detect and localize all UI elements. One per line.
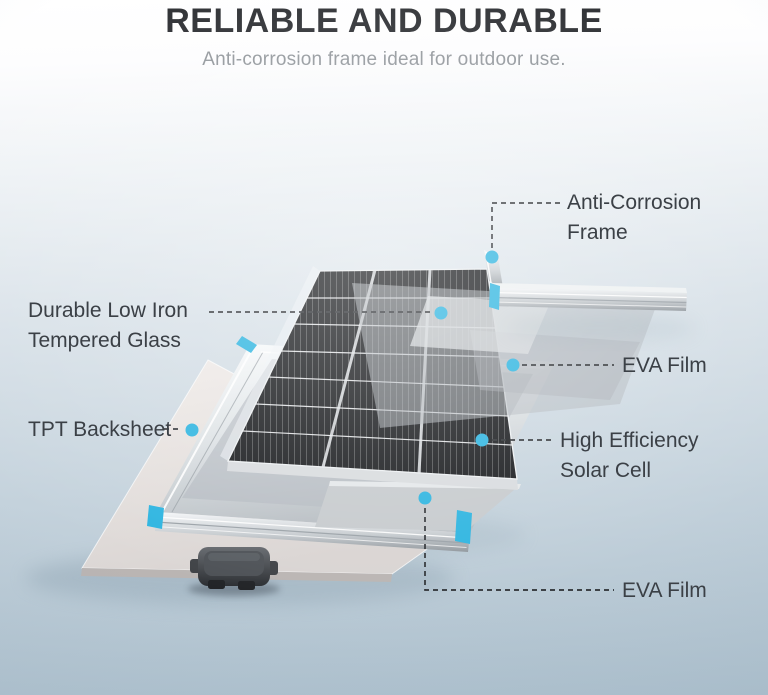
leader-lines <box>164 202 614 591</box>
callout-label: Tempered Glass <box>28 329 181 352</box>
dot-anti-corrosion <box>485 250 499 264</box>
callout-label: TPT Backsheet <box>28 418 172 441</box>
callout-label: Anti-Corrosion <box>567 191 702 214</box>
callout-anti-corrosion-frame: Anti-Corrosion Frame <box>567 188 701 248</box>
page-subtitle: Anti-corrosion frame ideal for outdoor u… <box>202 49 566 70</box>
dot-eva-top <box>506 358 520 372</box>
callout-label: Durable Low Iron <box>28 299 188 322</box>
frame-corner-accent-right <box>455 510 472 544</box>
rail-corner-accent <box>489 283 500 310</box>
junction-box <box>188 547 280 596</box>
frame-corner-accent-top <box>236 336 257 353</box>
dot-tempered-glass <box>434 306 448 320</box>
anti-corrosion-rail <box>484 250 695 341</box>
callout-label: High Efficiency <box>560 429 699 452</box>
callout-label: Frame <box>567 221 628 244</box>
callout-tempered-glass: Durable Low Iron Tempered Glass <box>28 296 188 356</box>
callout-eva-film-top: EVA Film <box>622 351 707 381</box>
dot-tpt-backsheet <box>185 423 199 437</box>
callout-eva-film-bottom: EVA Film <box>622 576 707 606</box>
page-title: RELIABLE AND DURABLE <box>165 2 603 40</box>
leader-eva-bottom <box>424 508 614 591</box>
dot-eva-bottom <box>418 491 432 505</box>
callout-tpt-backsheet: TPT Backsheet <box>28 415 171 445</box>
glass-edge-sliver <box>220 266 320 461</box>
callout-label: EVA Film <box>622 354 707 377</box>
panel-bottom-rail <box>227 461 518 490</box>
dot-solar-cell <box>475 433 489 447</box>
callout-label: Solar Cell <box>560 459 652 482</box>
frame-corner-accent-left <box>147 505 164 529</box>
callout-dots <box>185 250 520 505</box>
leader-anti-corrosion <box>491 202 560 248</box>
callout-solar-cell: High Efficiency Solar Cell <box>560 426 699 486</box>
callout-label: EVA Film <box>622 579 707 602</box>
